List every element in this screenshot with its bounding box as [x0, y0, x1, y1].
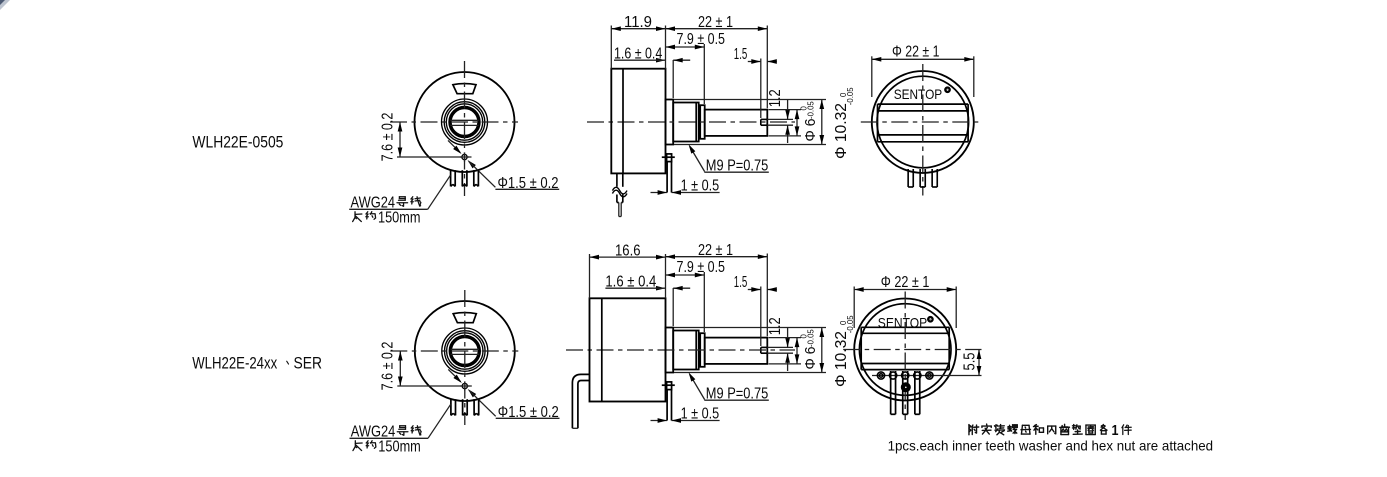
svg-text:7.6 ± 0.2: 7.6 ± 0.2: [380, 342, 397, 391]
svg-text:Φ 22 ± 1: Φ 22 ± 1: [881, 274, 930, 291]
svg-text:0: 0: [799, 106, 808, 111]
svg-text:M9 P=0.75: M9 P=0.75: [706, 385, 769, 402]
svg-text:150mm: 150mm: [378, 438, 421, 455]
svg-text:Φ 6: Φ 6: [802, 119, 819, 142]
svg-text:1.6 ± 0.4: 1.6 ± 0.4: [605, 273, 656, 290]
svg-text:M9 P=0.75: M9 P=0.75: [706, 157, 769, 174]
svg-text:SER: SER: [294, 354, 323, 373]
svg-text:5.5: 5.5: [961, 353, 978, 371]
svg-text:-0.05: -0.05: [807, 101, 816, 119]
svg-text:Φ 10.32: Φ 10.32: [833, 103, 850, 159]
svg-text:SENTOP: SENTOP: [878, 316, 927, 331]
svg-text:Φ1.5 ± 0.2: Φ1.5 ± 0.2: [498, 404, 559, 421]
svg-text:7.6 ± 0.2: 7.6 ± 0.2: [379, 113, 396, 162]
svg-text:-0.05: -0.05: [846, 315, 855, 333]
svg-text:1.6 ± 0.4: 1.6 ± 0.4: [614, 45, 663, 62]
svg-text:1 ± 0.5: 1 ± 0.5: [681, 177, 720, 194]
svg-text:Φ 10.32: Φ 10.32: [833, 331, 850, 387]
svg-text:-0.05: -0.05: [807, 329, 816, 347]
svg-text:16.6: 16.6: [615, 242, 641, 259]
svg-text:1pcs.each inner teeth washer a: 1pcs.each inner teeth washer and hex nut…: [888, 439, 1214, 454]
svg-text:1: 1: [1112, 423, 1119, 439]
svg-text:0: 0: [799, 334, 808, 339]
svg-text:7.9 ± 0.5: 7.9 ± 0.5: [677, 31, 726, 48]
svg-text:Φ 6: Φ 6: [802, 347, 819, 370]
svg-text:7.9 ± 0.5: 7.9 ± 0.5: [677, 259, 726, 276]
svg-text:-0.05: -0.05: [846, 87, 855, 105]
svg-text:WLH22E-24xx: WLH22E-24xx: [192, 354, 277, 373]
svg-text:R: R: [929, 318, 932, 322]
svg-text:11.9: 11.9: [624, 14, 652, 31]
svg-text:AWG24: AWG24: [351, 194, 396, 211]
svg-text:1 ± 0.5: 1 ± 0.5: [681, 405, 720, 422]
svg-text:22 ± 1: 22 ± 1: [698, 242, 733, 259]
svg-text:AWG24: AWG24: [351, 423, 396, 440]
svg-text:Φ1.5 ± 0.2: Φ1.5 ± 0.2: [498, 175, 559, 192]
svg-text:0: 0: [839, 320, 848, 325]
svg-text:R: R: [946, 88, 949, 92]
svg-text:0: 0: [839, 92, 848, 97]
svg-text:Φ 22 ± 1: Φ 22 ± 1: [892, 44, 940, 61]
svg-text:1.5: 1.5: [734, 46, 748, 63]
svg-text:22 ± 1: 22 ± 1: [698, 14, 733, 31]
svg-text:1.2: 1.2: [767, 317, 784, 335]
svg-text:1.5: 1.5: [734, 274, 748, 291]
svg-text:SENTOP: SENTOP: [894, 87, 943, 102]
svg-text:WLH22E-0505: WLH22E-0505: [192, 132, 283, 151]
svg-text:150mm: 150mm: [378, 209, 421, 226]
svg-text:1.2: 1.2: [767, 89, 784, 107]
